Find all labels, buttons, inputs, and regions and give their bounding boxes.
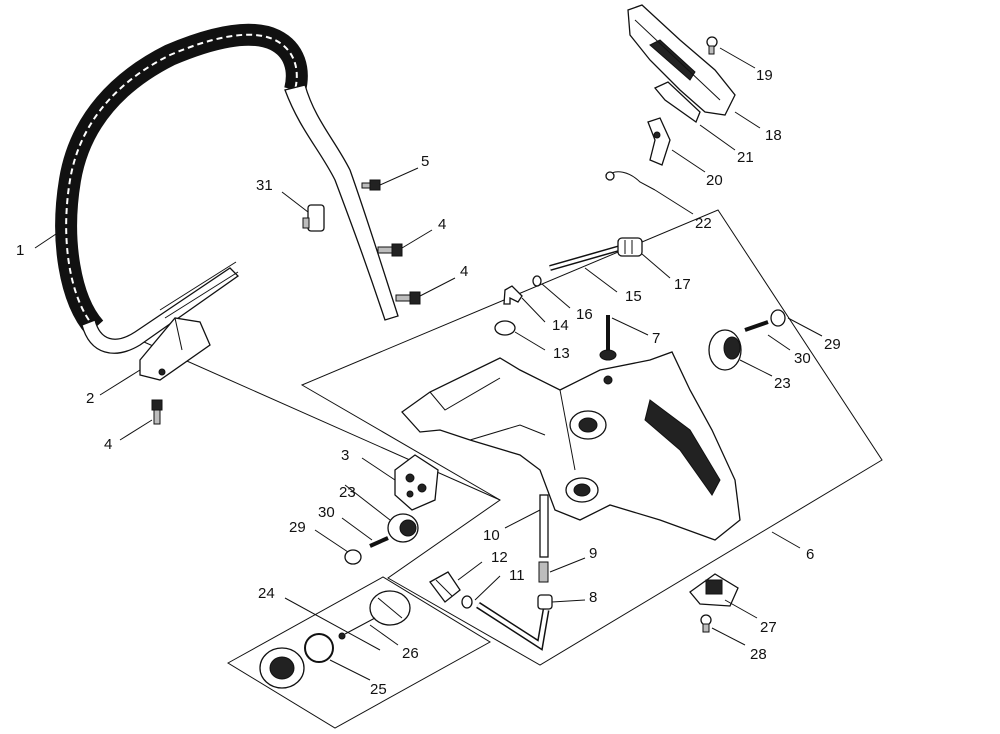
callout-30-right: 30 — [794, 350, 811, 367]
callout-1: 1 — [16, 242, 24, 259]
spring-22 — [605, 171, 656, 191]
cap-24 — [259, 647, 305, 689]
ring-11 — [461, 595, 473, 609]
callout-4-lower: 4 — [104, 436, 112, 453]
o-ring-25 — [304, 633, 334, 663]
screw-30-right — [744, 320, 769, 332]
mount-block-3 — [394, 454, 439, 511]
fitting-9 — [538, 561, 549, 583]
cap-insert-26 — [338, 590, 411, 640]
callout-15: 15 — [625, 288, 642, 305]
rubber-mount-23-right — [708, 329, 742, 371]
callout-12: 12 — [491, 549, 508, 566]
callout-9: 9 — [589, 545, 597, 562]
ring-16 — [532, 275, 542, 287]
fitting-14 — [503, 285, 523, 305]
bolt-7 — [599, 315, 617, 361]
screw-4-middle — [395, 291, 421, 305]
callout-29-right: 29 — [824, 336, 841, 353]
screw-30-left — [369, 536, 389, 548]
callout-16: 16 — [576, 306, 593, 323]
callout-31: 31 — [256, 177, 273, 194]
bracket-part — [139, 317, 211, 381]
tube-15 — [549, 245, 621, 271]
rubber-mount-31 — [302, 204, 325, 232]
callout-30-left: 30 — [318, 504, 335, 521]
screw-5 — [361, 179, 381, 191]
grommet-13 — [494, 320, 516, 336]
callout-8: 8 — [589, 589, 597, 606]
screw-19 — [706, 36, 718, 55]
callout-28: 28 — [750, 646, 767, 663]
callout-19: 19 — [756, 67, 773, 84]
callout-25: 25 — [370, 681, 387, 698]
tube-10 — [539, 494, 549, 558]
guide-line — [134, 337, 501, 501]
hose-8 — [476, 594, 553, 651]
callout-17: 17 — [674, 276, 691, 293]
pump-17 — [617, 237, 643, 257]
callout-23-left: 23 — [339, 484, 356, 501]
trigger-lever-21 — [653, 81, 701, 124]
trigger-20 — [647, 117, 671, 166]
callout-26: 26 — [402, 645, 419, 662]
callout-4-upper: 4 — [438, 216, 446, 233]
filler-cap-box — [227, 576, 491, 729]
callout-3: 3 — [341, 447, 349, 464]
callout-29-left: 29 — [289, 519, 306, 536]
callout-21: 21 — [737, 149, 754, 166]
callout-7: 7 — [652, 330, 660, 347]
mount-27 — [689, 573, 739, 607]
callout-20: 20 — [706, 172, 723, 189]
callout-18: 18 — [765, 127, 782, 144]
leader-lines — [34, 47, 823, 681]
cover-18 — [627, 4, 736, 116]
screw-4-lower — [151, 399, 163, 425]
crankcase-part-6 — [401, 351, 741, 541]
callout-27: 27 — [760, 619, 777, 636]
callout-11: 11 — [509, 567, 525, 584]
callout-10: 10 — [483, 527, 500, 544]
callout-labels: 1 2 3 4 4 4 5 6 7 8 9 10 11 12 13 14 15 … — [16, 67, 841, 698]
callout-14: 14 — [552, 317, 569, 334]
callout-13: 13 — [553, 345, 570, 362]
callout-4-middle: 4 — [460, 263, 468, 280]
screw-4-upper — [377, 243, 403, 257]
callout-2: 2 — [86, 390, 94, 407]
screw-28 — [700, 614, 712, 633]
washer-29-right — [770, 309, 786, 327]
callout-5: 5 — [421, 153, 429, 170]
callout-6: 6 — [806, 546, 814, 563]
callout-24: 24 — [258, 585, 275, 602]
front-handle-part — [55, 23, 399, 354]
callout-23-right: 23 — [774, 375, 791, 392]
callout-22: 22 — [695, 215, 712, 232]
washer-29-left — [344, 549, 362, 565]
filter-12 — [429, 571, 461, 603]
rubber-mount-23-left — [387, 513, 419, 543]
